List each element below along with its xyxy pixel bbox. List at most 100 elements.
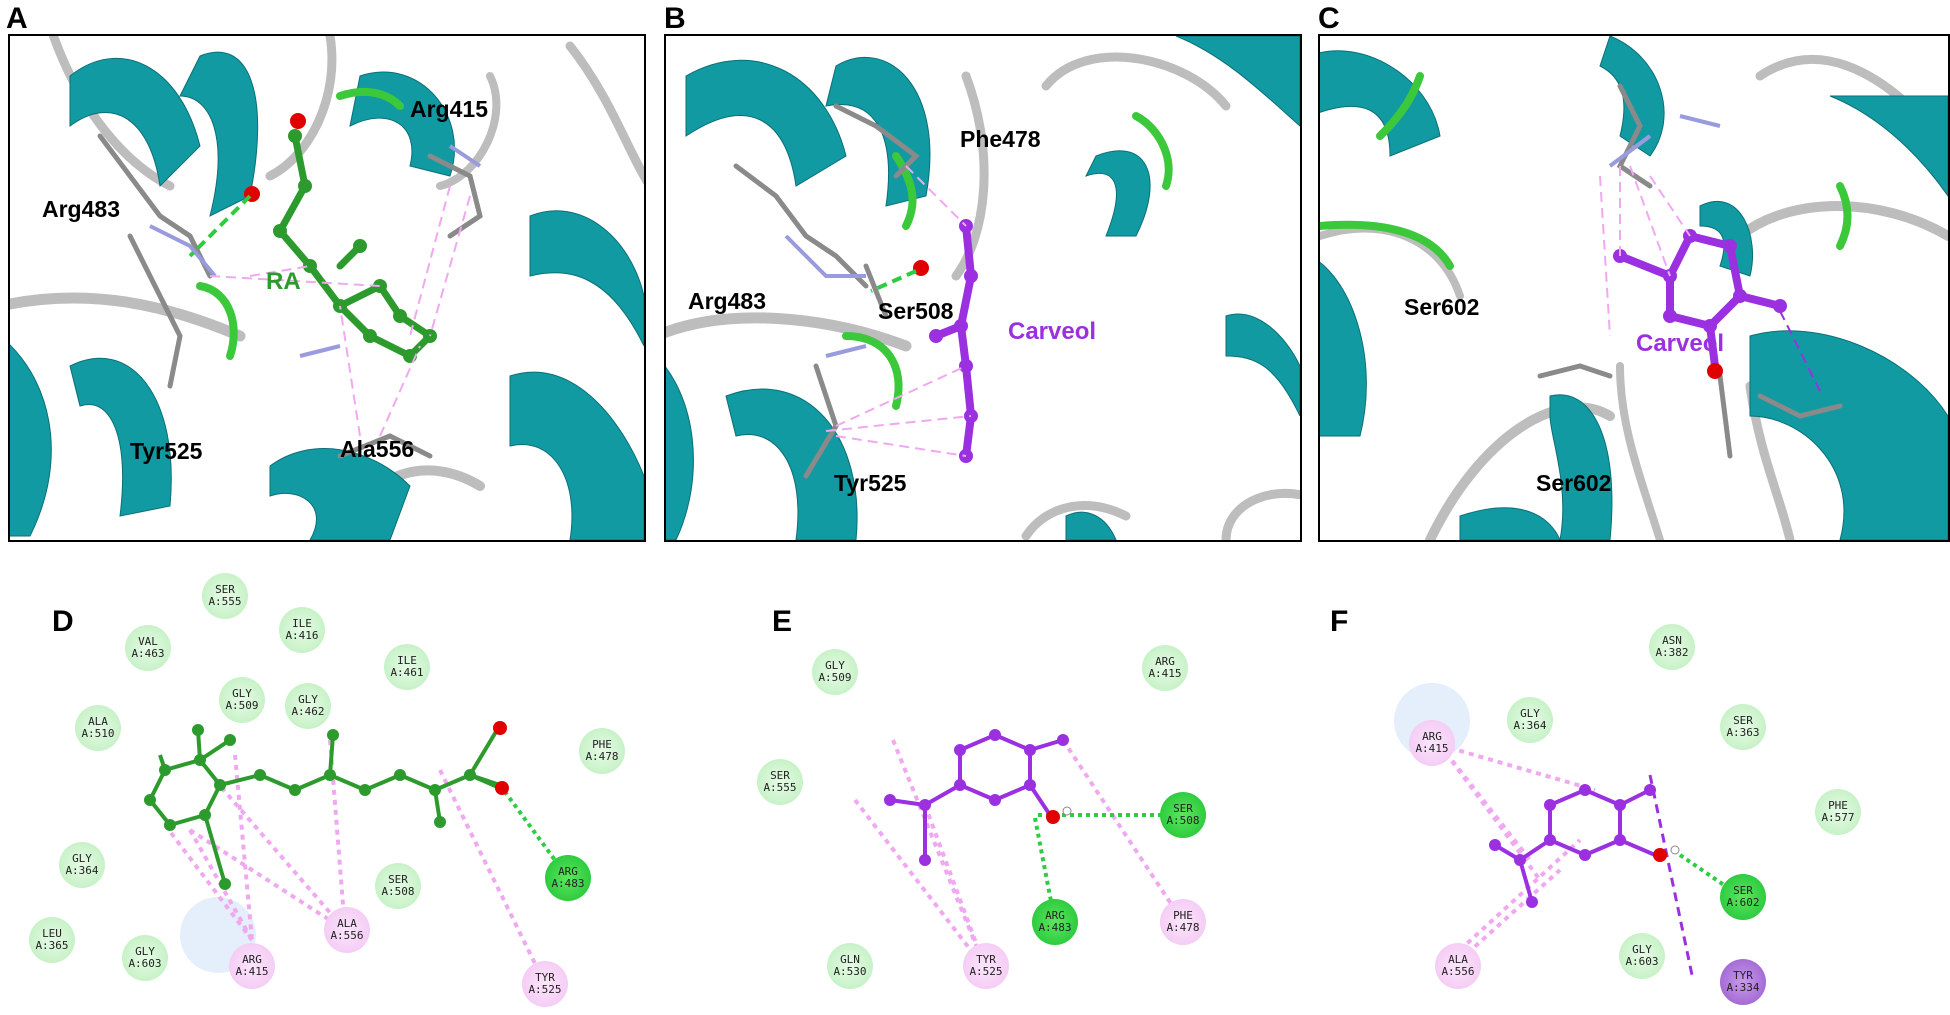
label-ligand-carveol: Carveol: [1008, 318, 1097, 345]
residue-id: A:603: [128, 957, 162, 970]
residue-name: SER: [388, 873, 408, 886]
residue-name: ALA: [1448, 953, 1468, 966]
residue-name: ARG: [1155, 655, 1175, 668]
residue-id: A:382: [1655, 646, 1689, 659]
residue-name: PHE: [1828, 799, 1848, 812]
residue-name: GLY: [1520, 707, 1540, 720]
residue-name: ARG: [1045, 909, 1065, 922]
residue-name: SER: [1733, 884, 1753, 897]
panel-letter-c: C: [1318, 2, 1340, 35]
label-arg415: Arg415: [410, 96, 488, 122]
residue-name: GLY: [232, 687, 252, 700]
label-tyr525: Tyr525: [130, 438, 203, 464]
residue-name: ILE: [397, 654, 417, 667]
panel-letter-b: B: [664, 2, 686, 35]
residue-name: TYR: [976, 953, 996, 966]
residue-id: A:577: [1821, 811, 1855, 824]
residue-id: A:483: [1038, 921, 1072, 934]
residue-id: A:603: [1625, 955, 1659, 968]
label-ala556: Ala556: [340, 436, 415, 462]
residue-id: A:602: [1726, 896, 1760, 909]
label-ligand-ra: RA: [266, 268, 301, 295]
residue-name: GLY: [1632, 943, 1652, 956]
residue-id: A:415: [1148, 667, 1182, 680]
residue-name: ARG: [558, 865, 578, 878]
panel-letter-d: D: [52, 605, 74, 638]
residue-name: GLY: [135, 945, 155, 958]
residue-name: ASN: [1662, 634, 1682, 647]
residue-id: A:483: [551, 877, 585, 890]
label-ser508: Ser508: [878, 298, 954, 324]
residue-id: A:508: [1166, 814, 1200, 827]
residue-name: ALA: [337, 917, 357, 930]
residue-id: A:363: [1726, 726, 1760, 739]
residue-id: A:556: [330, 929, 364, 942]
residue-name: LEU: [42, 927, 62, 940]
residue-id: A:364: [65, 864, 99, 877]
residue-name: GLN: [840, 953, 860, 966]
panel-a-3d-view: Arg415 Arg483 Tyr525 Ala556 RA: [8, 34, 646, 542]
label-arg483: Arg483: [688, 288, 766, 314]
residue-id: A:525: [969, 965, 1003, 978]
residue-name: PHE: [592, 738, 612, 751]
panel-c-3d-view: Ser602 Ser602 Carveol: [1318, 34, 1950, 542]
residue-id: A:509: [225, 699, 259, 712]
residue-id: A:556: [1441, 965, 1475, 978]
residue-name: GLY: [298, 693, 318, 706]
panel-f-2d-diagram: [1310, 560, 1950, 1015]
residue-name: VAL: [138, 635, 158, 648]
panel-a-structure: [10, 36, 644, 540]
label-ser602-b: Ser602: [1536, 470, 1612, 496]
residue-name: TYR: [535, 971, 555, 984]
label-tyr525: Tyr525: [834, 470, 907, 496]
residue-id: A:555: [763, 781, 797, 794]
residue-id: A:461: [390, 666, 424, 679]
residue-id: A:510: [81, 727, 115, 740]
residue-name: ILE: [292, 617, 312, 630]
residue-id: A:463: [131, 647, 165, 660]
panel-letter-e: E: [772, 605, 793, 638]
panel-b-3d-view: Phe478 Arg483 Ser508 Tyr525 Carveol: [664, 34, 1302, 542]
residue-name: ALA: [88, 715, 108, 728]
residue-name: TYR: [1733, 969, 1753, 982]
panel-letter-f: F: [1330, 605, 1349, 638]
label-ligand-carveol: Carveol: [1636, 330, 1725, 357]
label-phe478: Phe478: [960, 126, 1041, 152]
residue-id: A:478: [585, 750, 619, 763]
panel-letter-a: A: [6, 2, 28, 35]
residue-name: PHE: [1173, 909, 1193, 922]
residue-name: SER: [215, 583, 235, 596]
panel-e-2d-diagram: [655, 560, 1295, 1015]
panel-f-interaction-lines: [1438, 743, 1745, 976]
panel-c-structure: [1320, 36, 1948, 540]
residue-id: A:478: [1166, 921, 1200, 934]
residue-id: A:555: [208, 595, 242, 608]
residue-id: A:334: [1726, 981, 1760, 994]
residue-id: A:415: [235, 965, 269, 978]
